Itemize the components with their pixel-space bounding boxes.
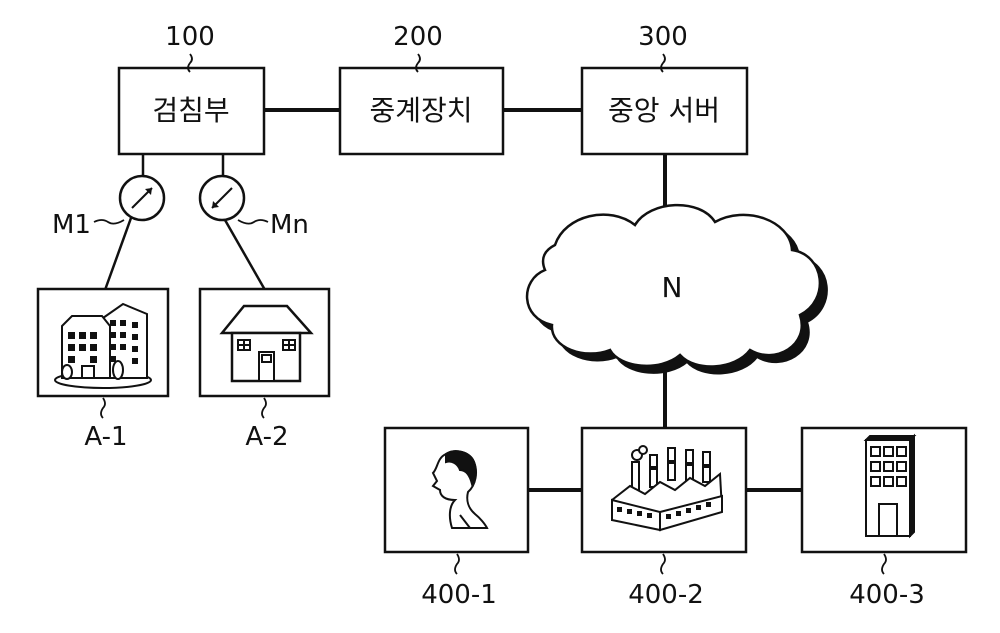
server-label: 중앙 서버 (608, 97, 720, 125)
house-icon (222, 306, 311, 381)
relay-label: 중계장치 (369, 97, 472, 125)
meter-m1-icon (120, 176, 164, 220)
detector-label: 검침부 (152, 97, 229, 125)
office-building-icon (866, 436, 914, 536)
consumer-c1-label: 400-1 (421, 582, 497, 608)
meter-m1-label: M1 (52, 212, 91, 238)
consumer-c2-label: 400-2 (628, 582, 704, 608)
premise-a1-label: A-1 (84, 424, 127, 450)
meter-mn-label: Mn (270, 212, 309, 238)
network-label: N (662, 274, 683, 302)
detector-ref: 100 (165, 24, 215, 50)
consumer-c3-label: 400-3 (849, 582, 925, 608)
relay-ref: 200 (393, 24, 443, 50)
premise-a2-label: A-2 (245, 424, 288, 450)
meter-mn-icon (200, 176, 244, 220)
server-ref: 300 (638, 24, 688, 50)
blocks (38, 68, 966, 552)
